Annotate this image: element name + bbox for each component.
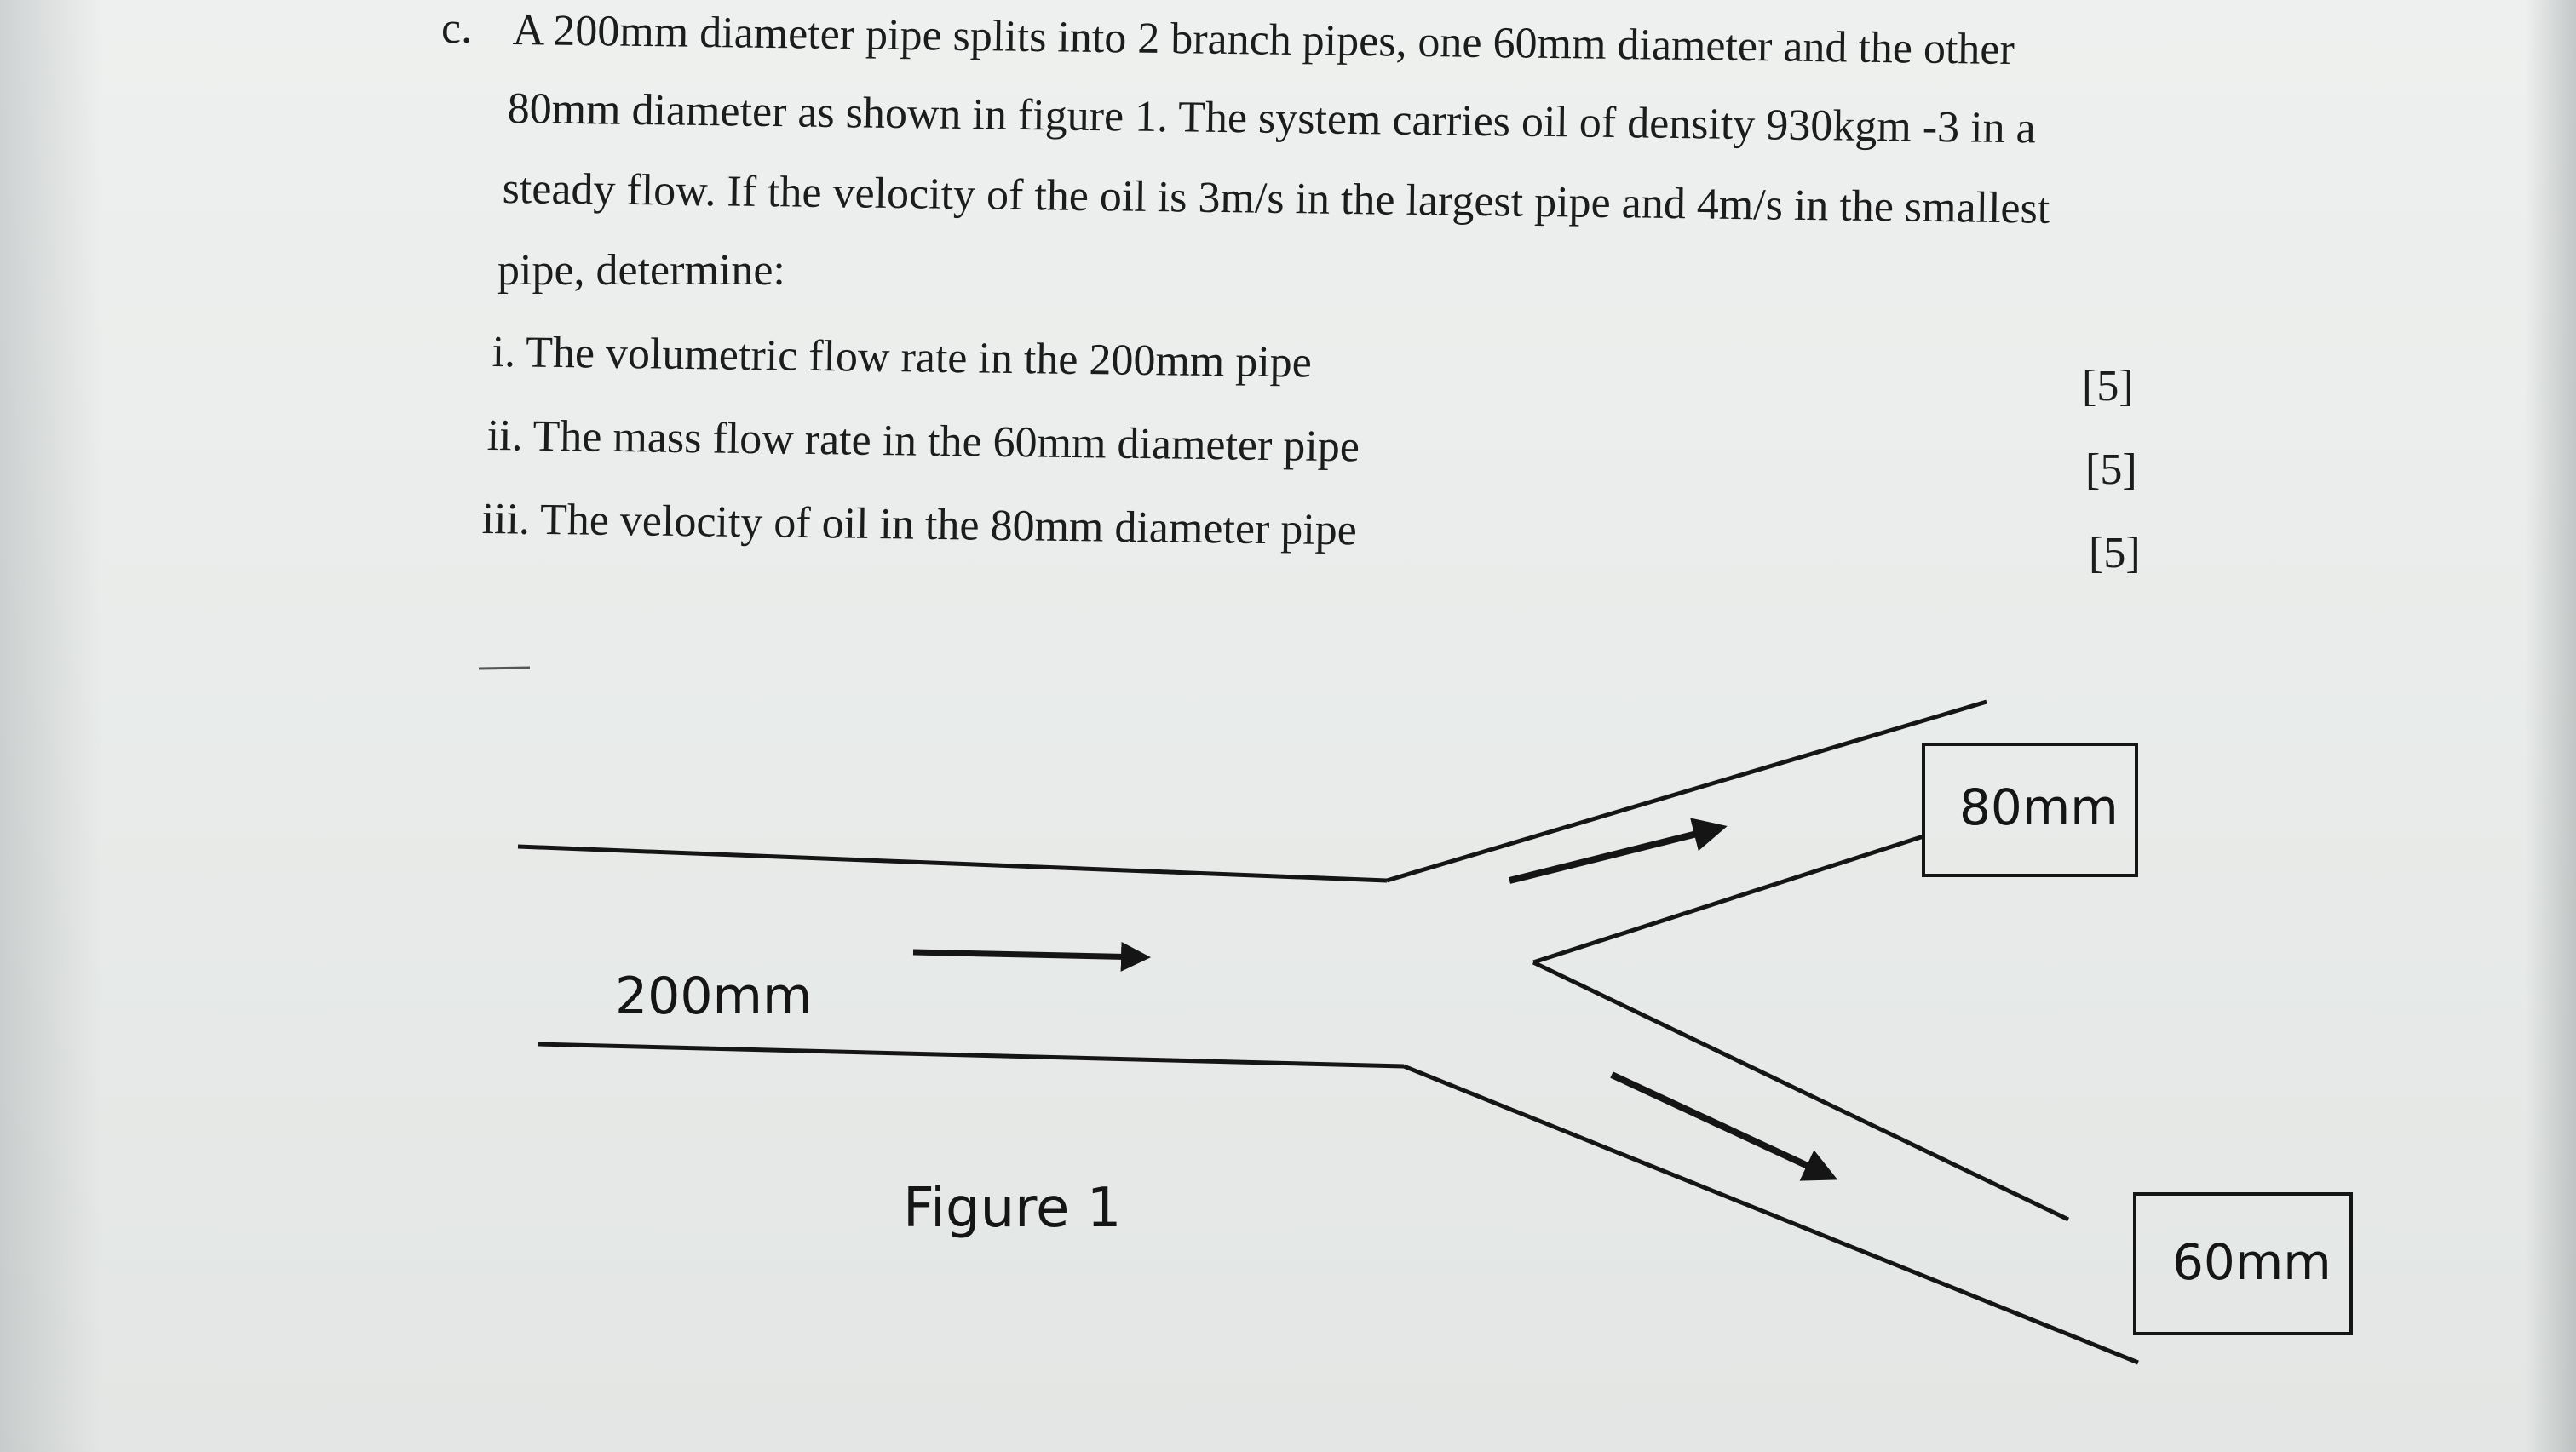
upper-branch-outer-wall [1386, 699, 1987, 883]
main-pipe-top-wall [517, 844, 1388, 883]
upper-branch-label-box [1922, 743, 2138, 877]
stray-mark [478, 666, 531, 670]
main-pipe-label: 200mm [615, 967, 812, 1026]
part-i-marks: [5] [2082, 362, 2134, 410]
question-line-4: pipe, determine: [497, 246, 785, 295]
upper-branch-label: 80mm [1959, 778, 2119, 836]
lower-flow-arrow [1610, 1071, 1838, 1181]
upper-branch-inner-wall [1532, 834, 1924, 965]
figure-caption: Figure 1 [903, 1177, 1121, 1240]
page-shadow-right [2525, 0, 2576, 1452]
main-flow-arrow [912, 941, 1151, 972]
page-shadow-left [0, 0, 102, 1452]
question-label: c. [441, 4, 473, 53]
lower-branch-inner-wall [1532, 960, 2070, 1222]
part-iii-marks: [5] [2089, 529, 2141, 577]
main-pipe-bottom-wall [538, 1042, 1405, 1069]
part-ii-marks: [5] [2085, 445, 2137, 494]
upper-flow-arrow [1509, 818, 1728, 884]
lower-branch-outer-wall [1403, 1064, 2139, 1365]
lower-branch-label-box [2133, 1192, 2353, 1335]
lower-branch-label: 60mm [2172, 1233, 2332, 1291]
